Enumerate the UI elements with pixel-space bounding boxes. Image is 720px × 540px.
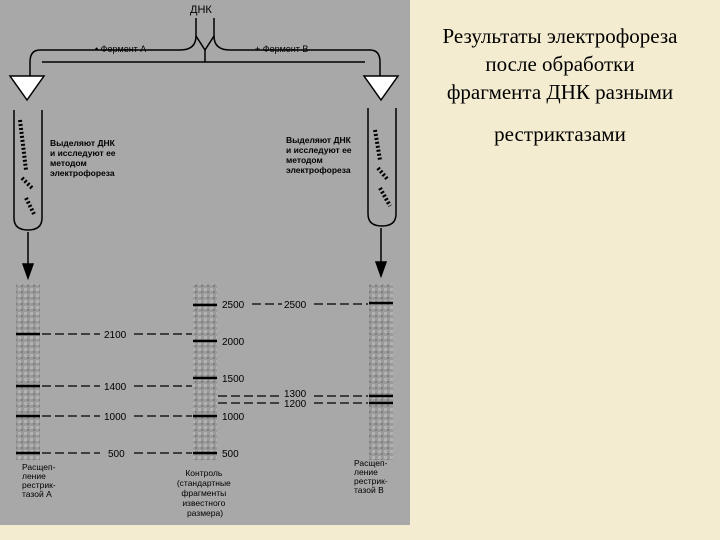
down-arrows	[21, 228, 388, 281]
dna-label: ДНК	[190, 4, 212, 16]
label-c-1000: 1000	[222, 412, 245, 423]
extract-right-text: Выделяют ДНК и исследуют ее методом элек…	[286, 135, 354, 175]
lane-b-bands	[369, 301, 393, 405]
gel-lane-a	[16, 284, 40, 460]
slide-title: Результаты электрофореза после обработки…	[440, 22, 680, 148]
label-c-1500: 1500	[222, 374, 245, 385]
label-c-500: 500	[222, 449, 239, 460]
enzyme-a-label: • Фермент А	[95, 44, 146, 54]
lane-b-caption: Расщеп- ление рестрик- тазой В	[354, 458, 390, 495]
label-a-1400: 1400	[104, 382, 127, 393]
label-c-2000: 2000	[222, 337, 245, 348]
split-arrows	[8, 18, 400, 102]
extract-left-text: Выделяют ДНК и исследуют ее методом элек…	[50, 138, 118, 178]
label-b-1200: 1200	[284, 399, 307, 410]
control-caption: Контроль (стандартные фрагменты известно…	[177, 468, 233, 518]
electrophoresis-figure: ДНК • Фермент А + Фермент В Выделяют ДНК…	[0, 0, 410, 525]
label-b-1300: 1300	[284, 389, 307, 400]
right-test-tube	[367, 108, 397, 227]
control-bands	[193, 303, 217, 455]
label-a-2100: 2100	[104, 330, 127, 341]
lane-a-caption: Расщеп- ление рестрик- тазой А	[22, 462, 58, 499]
left-test-tube	[13, 110, 43, 231]
enzyme-b-label: + Фермент В	[255, 44, 308, 54]
slide-title-main: Результаты электрофореза после обработки…	[442, 24, 678, 104]
label-a-1000: 1000	[104, 412, 127, 423]
slide-title-tail: рестриктазами	[494, 122, 626, 146]
gel-lane-control	[193, 284, 217, 460]
label-a-500: 500	[108, 449, 125, 460]
lane-a-bands	[16, 332, 40, 455]
gel-lane-b	[369, 284, 393, 460]
reference-lines	[42, 303, 368, 454]
label-c-2500: 2500	[222, 300, 245, 311]
label-b-2500: 2500	[284, 300, 307, 311]
